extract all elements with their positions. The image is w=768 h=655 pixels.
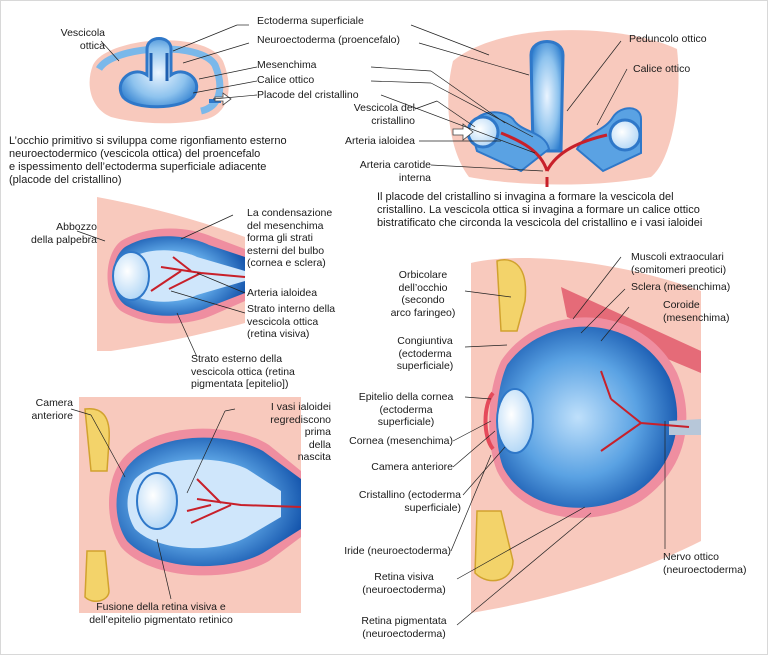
label-iride: Iride (neuroectoderma): [344, 545, 451, 557]
label-neuroectoderma: Neuroectoderma (proencefalo): [257, 34, 400, 46]
label-vasi-ialoidei: I vasi ialoidei regrediscono prima della…: [270, 401, 331, 463]
label-strato-esterno: Strato esterno della vescicola ottica (r…: [191, 353, 295, 390]
label-cornea: Cornea (mesenchima): [349, 435, 453, 447]
label-epitelio-cornea: Epitelio della cornea (ectoderma superfi…: [358, 391, 454, 428]
label-condensazione: La condensazione del mesenchima forma gl…: [247, 207, 333, 269]
label-abbozzo-palpebra: Abbozzo della palpebra: [31, 221, 97, 246]
label-peduncolo-ottico: Peduncolo ottico: [629, 33, 707, 45]
label-cristallino: Cristallino (ectoderma superficiale): [358, 489, 461, 514]
label-congiuntiva: Congiuntiva (ectoderma superficiale): [396, 335, 454, 372]
label-calice-ottico-2: Calice ottico: [633, 63, 691, 75]
label-arteria-ialoidea-2: Arteria ialoidea: [344, 135, 415, 147]
label-ectoderma-superficiale: Ectoderma superficiale: [257, 15, 364, 27]
label-placode: Placode del cristallino: [257, 89, 359, 101]
panel2-drawing: [448, 30, 679, 187]
label-calice-ottico-1: Calice ottico: [257, 74, 315, 86]
label-strato-interno: Strato interno della vescicola ottica (r…: [247, 303, 336, 340]
label-muscoli-extraoculari: Muscoli extraoculari (somitomeri preotic…: [631, 251, 727, 276]
label-fusione: Fusione della retina visiva e dell’epite…: [89, 601, 233, 626]
caption-panel1: L’occhio primitivo si sviluppa come rigo…: [9, 135, 287, 186]
label-coroide: Coroide (mesenchima): [663, 299, 730, 324]
panel3-drawing: [97, 197, 246, 351]
label-vescicola-cristallino: Vescicola del cristallino: [353, 102, 415, 127]
panel4-drawing: [79, 397, 302, 613]
panel5-drawing: [471, 258, 701, 613]
label-camera-anteriore-4: Camera anteriore: [31, 397, 73, 422]
label-camera-anteriore-5: Camera anteriore: [371, 461, 453, 473]
label-retina-visiva: Retina visiva (neuroectoderma): [362, 571, 446, 596]
label-arteria-carotide: Arteria carotide interna: [359, 159, 431, 184]
panel1-drawing: [89, 37, 232, 124]
caption-panel2: Il placode del cristallino si invagina a…: [377, 191, 703, 229]
label-orbicolare: Orbicolare dell’occhio (secondo arco far…: [390, 269, 456, 319]
label-nervo-ottico: Nervo ottico (neuroectoderma): [663, 551, 747, 576]
label-sclera: Sclera (mesenchima): [631, 281, 731, 293]
label-arteria-ialoidea-3: Arteria ialoidea: [247, 287, 318, 299]
label-retina-pigmentata: Retina pigmentata (neuroectoderma): [361, 615, 447, 640]
label-vescicola-ottica: Vescicola ottica: [60, 27, 105, 52]
label-mesenchima: Mesenchima: [257, 59, 317, 71]
leader-lines: [70, 24, 666, 626]
